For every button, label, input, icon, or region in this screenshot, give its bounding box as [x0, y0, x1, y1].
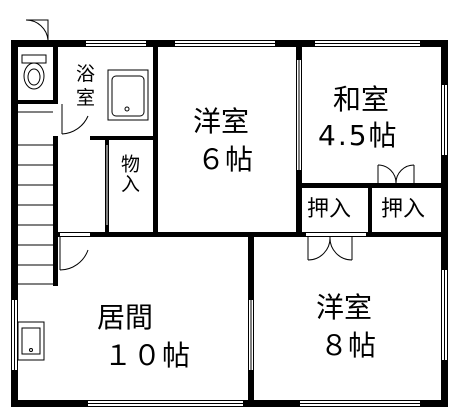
kitchen-sink [17, 321, 45, 361]
wall-right [441, 40, 448, 407]
room-label-closet-left: 押入 [307, 197, 352, 222]
wall-closet-divider [368, 188, 372, 234]
toilet-bowl [23, 62, 45, 90]
room-label-western8-size: ８帖 [320, 329, 377, 362]
wall-stair-right [53, 136, 58, 286]
room-label-bath: 浴室 [76, 63, 96, 109]
door-gap-w8 [306, 233, 366, 236]
staircase [18, 111, 53, 285]
room-label-closet-right: 押入 [381, 197, 426, 222]
room-label-living-size: １０帖 [104, 339, 192, 372]
room-label-living-name: 居間 [97, 301, 154, 334]
room-label-japanese-name: 和室 [333, 83, 390, 116]
bathtub [107, 69, 149, 121]
room-label-storage: 物入 [118, 154, 140, 194]
wall-jp-bottom [296, 183, 443, 188]
wall-bath-bottom [90, 136, 158, 140]
room-label-western6-size: ６帖 [197, 143, 254, 176]
wall-wc-bottom [18, 100, 58, 104]
room-label-western8-name: 洋室 [316, 291, 373, 324]
wall-left [11, 40, 18, 407]
room-label-western6-name: 洋室 [193, 105, 250, 138]
wall-bath-right [153, 47, 158, 237]
room-label-japanese-size: 4.5帖 [318, 119, 399, 152]
toilet-tank [21, 54, 47, 64]
door-gap-living [60, 233, 90, 236]
door-gap-bath [54, 104, 57, 134]
wall-wc-bath [53, 47, 58, 102]
